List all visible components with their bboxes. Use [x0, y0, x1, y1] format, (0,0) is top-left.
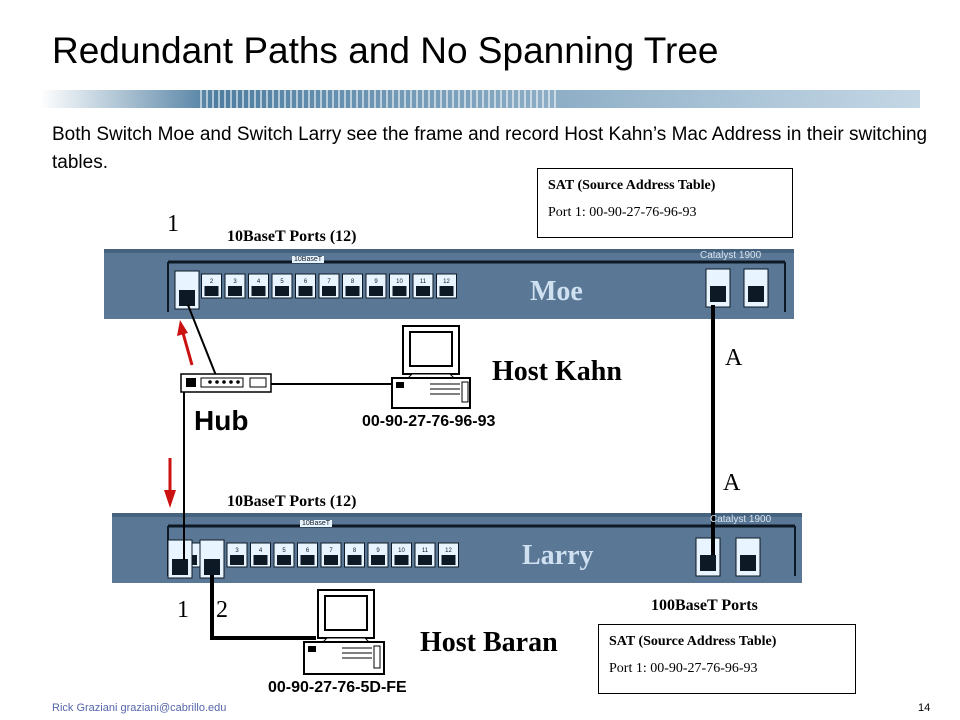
- uplink-ports-label: 100BaseT Ports: [651, 597, 758, 614]
- host-kahn-mac: 00-90-27-76-96-93: [362, 413, 496, 430]
- larry-port-label: 9: [376, 548, 380, 554]
- hub-device: [180, 373, 272, 393]
- larry-port-number-2: 2: [216, 597, 228, 623]
- larry-port-5: 5: [273, 542, 295, 568]
- sat-entry: Port 1: 00-90-27-76-96-93: [609, 661, 758, 676]
- moe-port-label: 9: [374, 279, 378, 285]
- arrow-up-to-moe: [177, 320, 194, 366]
- moe-port-label: 12: [443, 279, 450, 285]
- larry-port-label: 3: [235, 548, 239, 554]
- moe-port-1: [174, 270, 200, 310]
- larry-port-9: 9: [367, 542, 389, 568]
- larry-port-2: [199, 539, 225, 579]
- moe-port-label: 11: [420, 279, 427, 285]
- moe-switch-label: Moe: [530, 276, 583, 307]
- sat-entry: Port 1: 00-90-27-76-96-93: [548, 205, 697, 220]
- larry-port-8: 8: [344, 542, 365, 568]
- larry-port-label: 5: [282, 548, 286, 554]
- footer-author: Rick Graziani graziani@cabrillo.edu: [52, 702, 227, 714]
- page-number: 14: [918, 702, 931, 714]
- host-kahn-label: Host Kahn: [492, 356, 622, 387]
- larry-port-1: [167, 539, 193, 579]
- larry-switch-label: Larry: [522, 540, 594, 571]
- sat-heading: SAT (Source Address Table): [548, 178, 716, 193]
- larry-port-3: 3: [226, 542, 248, 568]
- host-baran-computer: [303, 589, 385, 675]
- larry-port-label: 8: [353, 548, 357, 554]
- sat-table-larry: SAT (Source Address Table) Port 1: 00-90…: [598, 624, 856, 694]
- slide-subtitle: Both Switch Moe and Switch Larry see the…: [52, 124, 928, 173]
- moe-port-label: 5: [280, 279, 284, 285]
- moe-port-number: 1: [167, 211, 179, 237]
- moe-port-label: 3: [233, 279, 237, 285]
- title-accent-bar: [40, 90, 920, 108]
- sat-table-moe: SAT (Source Address Table) Port 1: 00-90…: [537, 168, 793, 238]
- arrow-down-to-larry: [164, 458, 176, 508]
- host-baran-mac: 00-90-27-76-5D-FE: [268, 679, 407, 696]
- larry-port-10: 10: [391, 542, 412, 568]
- cable-larry-to-baran: [210, 575, 316, 640]
- larry-port-7: 7: [320, 542, 342, 568]
- link-a-top-label: A: [725, 345, 743, 371]
- host-kahn-computer: [391, 325, 471, 409]
- moe-port-4: 4: [248, 273, 269, 299]
- larry-model-label: Catalyst 1900: [710, 514, 772, 525]
- moe-port-label: 6: [304, 279, 308, 285]
- moe-port-12: 12: [436, 273, 457, 299]
- moe-port-label: 2: [210, 279, 214, 285]
- larry-port-group-label: 10BaseT: [300, 520, 333, 527]
- larry-port-label: 6: [306, 548, 310, 554]
- moe-port-label: 8: [351, 279, 355, 285]
- larry-ports-label: 10BaseT Ports (12): [227, 493, 357, 510]
- slide-title: Redundant Paths and No Spanning Tree: [52, 30, 719, 71]
- moe-port-9: 9: [365, 273, 387, 299]
- moe-port-3: 3: [224, 273, 246, 299]
- moe-port-7: 7: [318, 273, 340, 299]
- moe-port-5: 5: [271, 273, 293, 299]
- moe-port-group-label: 10BaseT: [292, 256, 325, 263]
- moe-uplink-ports: [705, 268, 769, 308]
- moe-port-10: 10: [389, 273, 410, 299]
- larry-port-11: 11: [414, 542, 436, 568]
- larry-port-label: 12: [445, 548, 452, 554]
- moe-port-8: 8: [342, 273, 363, 299]
- moe-port-label: 4: [257, 279, 261, 285]
- moe-port-2: 2: [201, 273, 222, 299]
- larry-port-number-1: 1: [177, 597, 189, 623]
- larry-port-label: 7: [329, 548, 333, 554]
- moe-port-label: 7: [327, 279, 331, 285]
- larry-port-label: 11: [422, 548, 429, 554]
- sat-heading: SAT (Source Address Table): [609, 634, 777, 649]
- moe-port-6: 6: [295, 273, 316, 299]
- host-baran-label: Host Baran: [420, 627, 558, 658]
- hub-label: Hub: [194, 405, 249, 436]
- cable-moe-to-hub: [187, 304, 218, 379]
- larry-port-label: 4: [259, 548, 263, 554]
- link-a-bottom-label: A: [723, 470, 741, 496]
- moe-model-label: Catalyst 1900: [700, 250, 762, 261]
- larry-port-4: 4: [250, 542, 271, 568]
- moe-ports-label: 10BaseT Ports (12): [227, 228, 357, 245]
- larry-port-12: 12: [438, 542, 459, 568]
- larry-uplink-ports: [695, 537, 761, 577]
- larry-port-6: 6: [297, 542, 318, 568]
- moe-port-11: 11: [412, 273, 434, 299]
- moe-port-label: 10: [396, 279, 403, 285]
- larry-port-label: 10: [398, 548, 405, 554]
